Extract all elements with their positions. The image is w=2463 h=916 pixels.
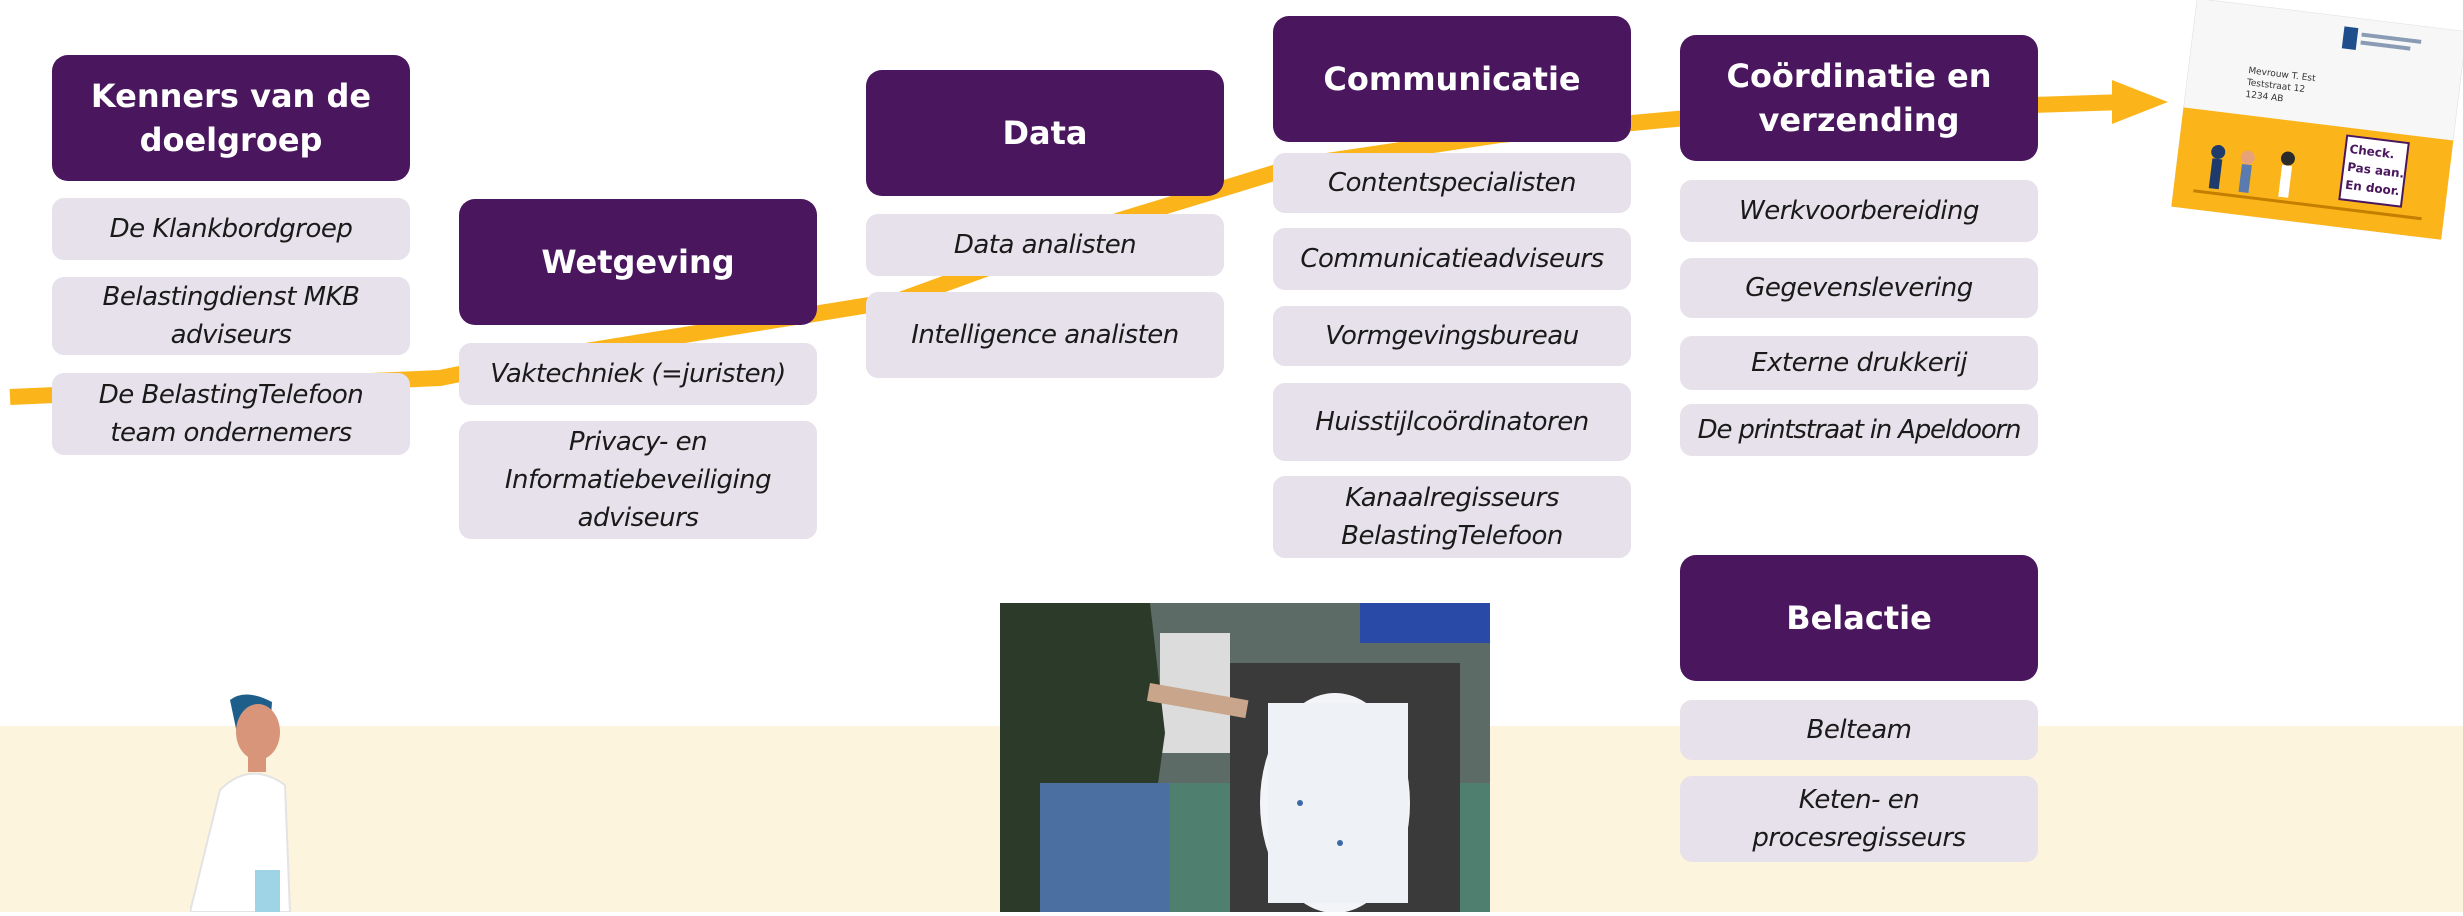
group-item-belteam: Belteam <box>1680 700 2038 760</box>
group-item-keten-procesregisseurs: Keten- en procesregisseurs <box>1680 776 2038 862</box>
group-item-communicatieadviseurs: Communicatieadviseurs <box>1273 228 1631 290</box>
group-item-intelligence-analisten: Intelligence analisten <box>866 292 1224 378</box>
group-header-data: Data <box>866 70 1224 196</box>
letter-callout: Check. Pas aan. En door. <box>2344 140 2407 201</box>
group-item-klankbordgroep: De Klankbordgroep <box>52 198 410 260</box>
group-item-belastingtelefoon: De BelastingTelefoon team ondernemers <box>52 373 410 455</box>
group-item-privacy: Privacy- en Informatiebeveiliging advise… <box>459 421 817 539</box>
group-header-wetgeving: Wetgeving <box>459 199 817 325</box>
group-item-huisstijlcoordinatoren: Huisstijlcoördinatoren <box>1273 383 1631 461</box>
group-header-kenners: Kenners van de doelgroep <box>52 55 410 181</box>
group-header-communicatie: Communicatie <box>1273 16 1631 142</box>
group-item-data-analisten: Data analisten <box>866 214 1224 276</box>
group-item-mkb-adviseurs: Belastingdienst MKB adviseurs <box>52 277 410 355</box>
group-item-printstraat: De printstraat in Apeldoorn <box>1680 404 2038 456</box>
walking-person-illustration <box>188 690 310 913</box>
group-item-externe-drukkerij: Externe drukkerij <box>1680 336 2038 390</box>
group-item-gegevenslevering: Gegevenslevering <box>1680 258 2038 318</box>
group-item-vormgevingsbureau: Vormgevingsbureau <box>1273 306 1631 366</box>
group-item-contentspecialisten: Contentspecialisten <box>1273 153 1631 213</box>
group-item-vaktechniek: Vaktechniek (=juristen) <box>459 343 817 405</box>
group-item-kanaalregisseurs: Kanaalregisseurs BelastingTelefoon <box>1273 476 1631 558</box>
printing-machine-photo <box>1000 603 1490 912</box>
letter-image: Mevrouw T. Est Teststraat 12 1234 AB Che… <box>2170 0 2463 241</box>
group-header-coordinatie: Coördinatie en verzending <box>1680 35 2038 161</box>
group-header-belactie: Belactie <box>1680 555 2038 681</box>
group-item-werkvoorbereiding: Werkvoorbereiding <box>1680 180 2038 242</box>
